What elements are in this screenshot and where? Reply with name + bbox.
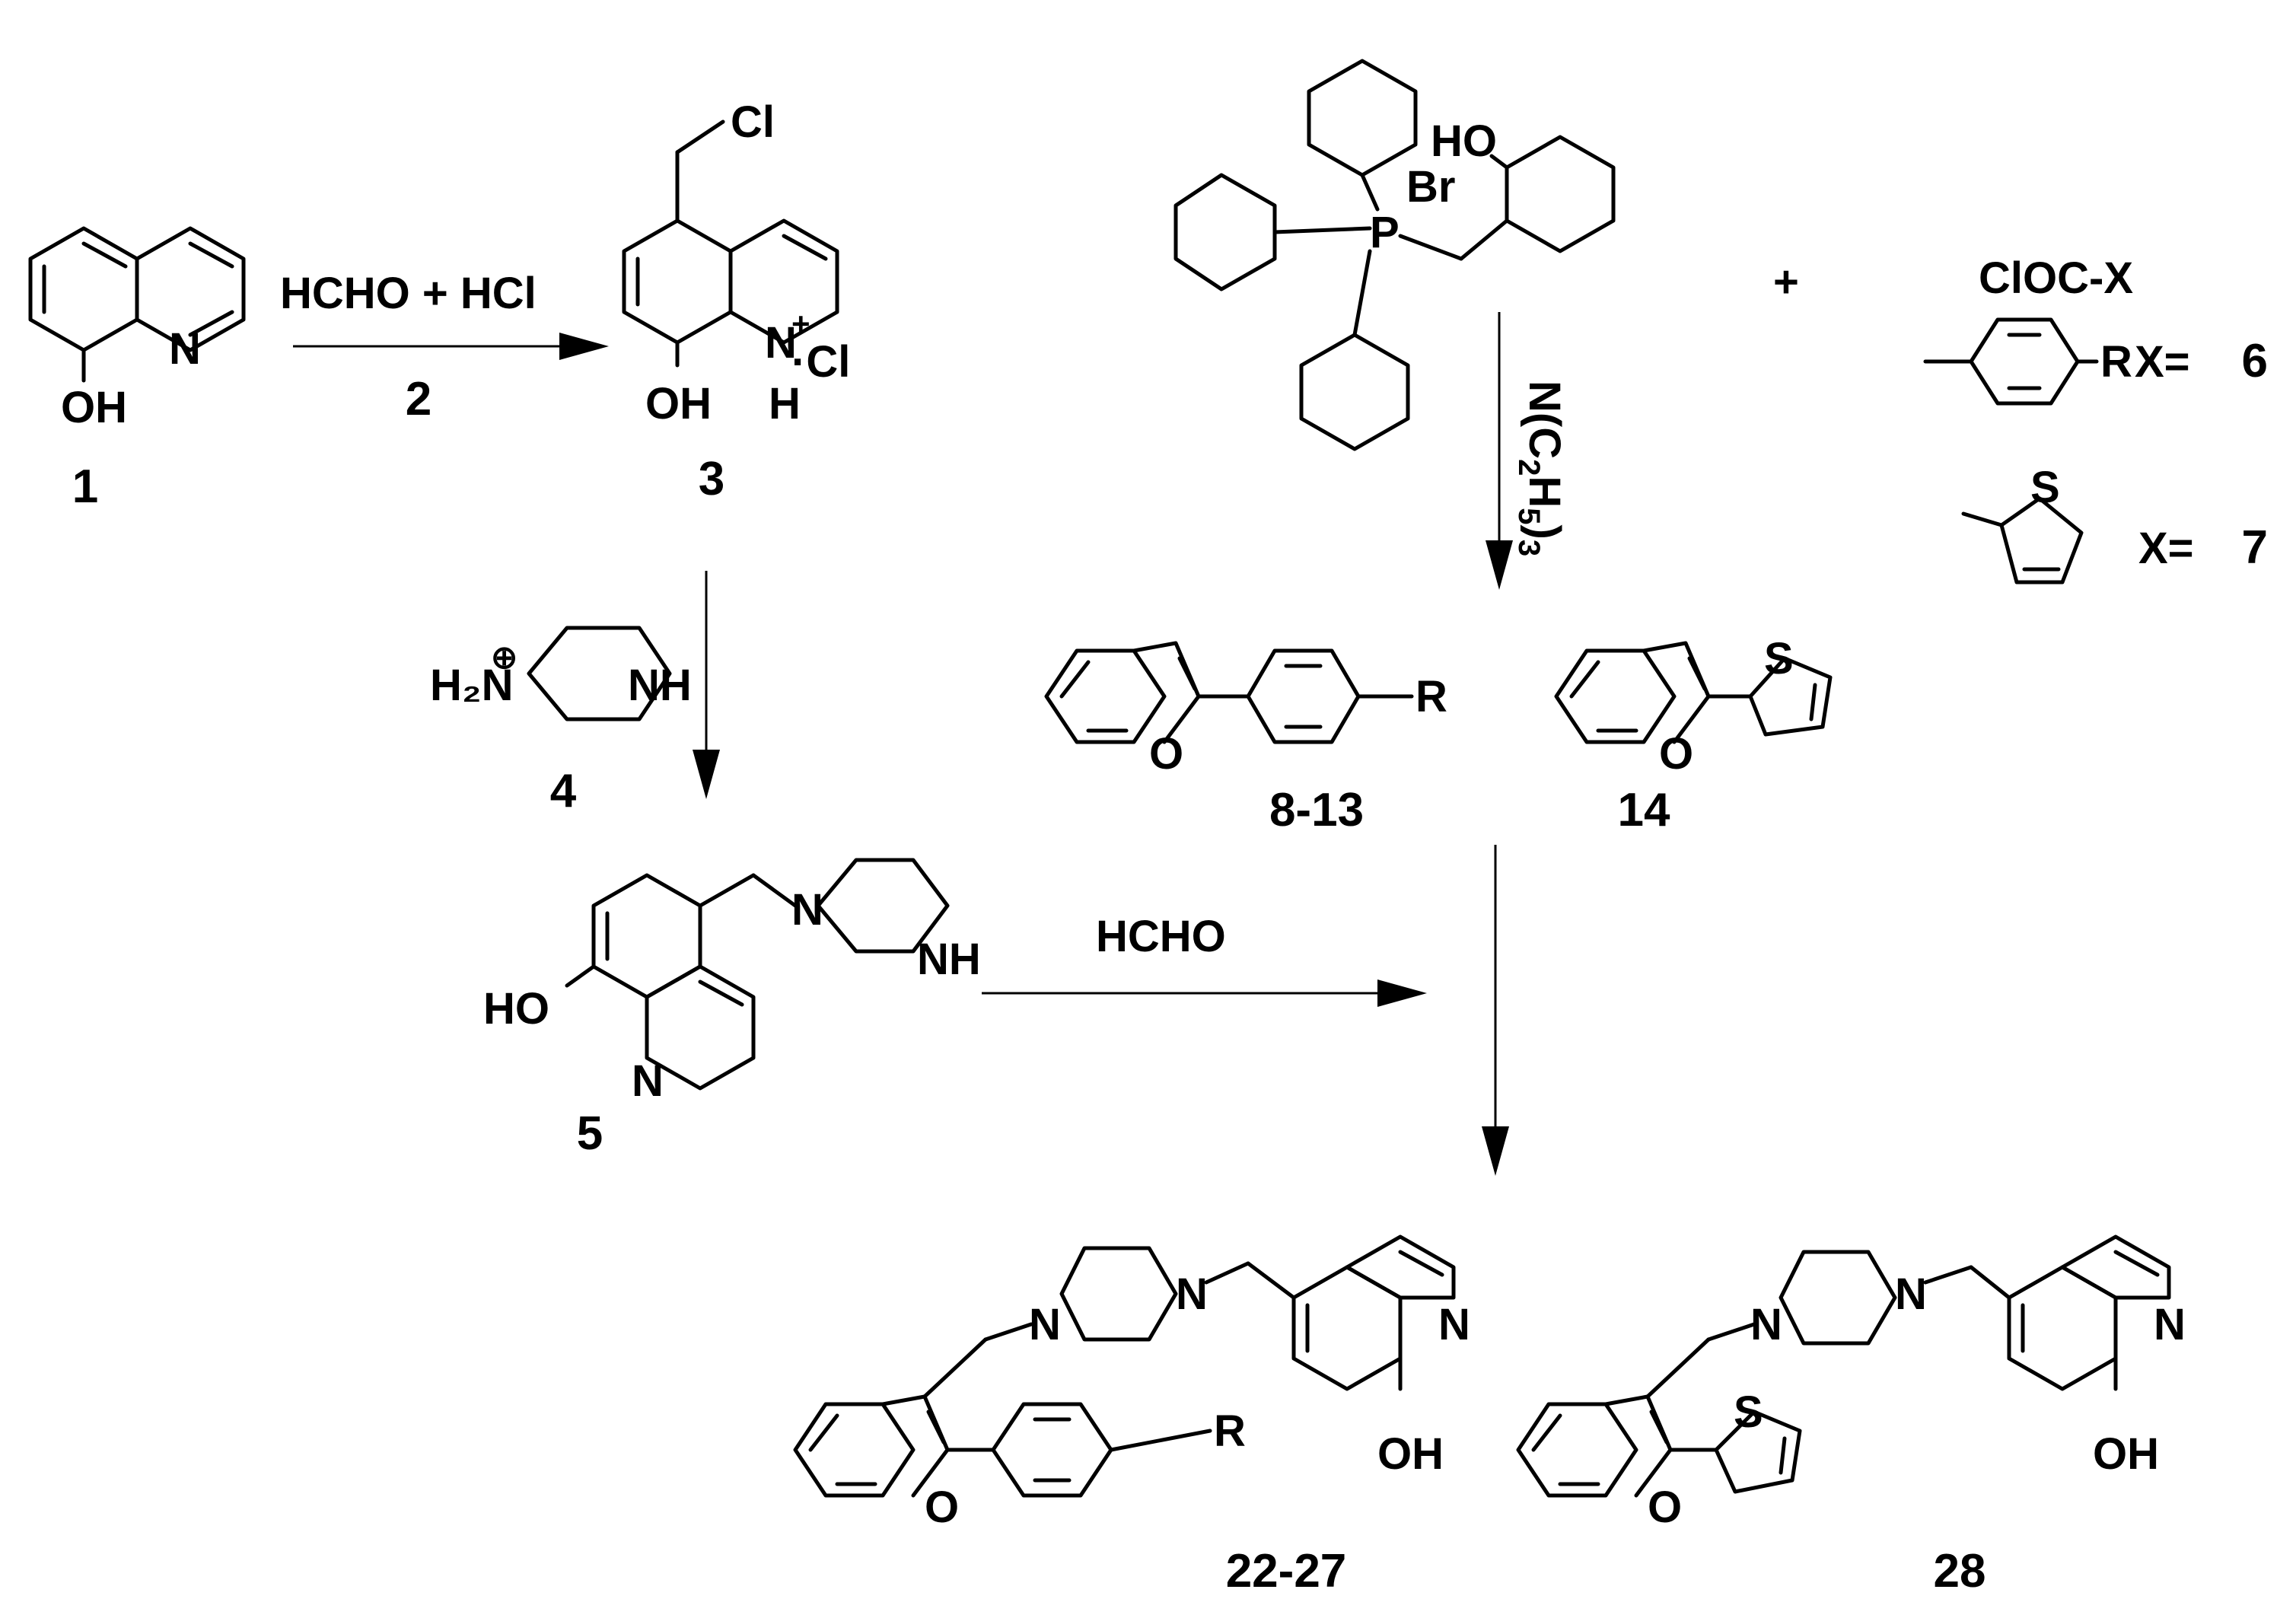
aryl-substituent-structure: [1923, 317, 2099, 406]
compound-1-hydroxyl: OH: [61, 383, 127, 432]
compound-14-sulfur: S: [1764, 634, 1794, 683]
plus-sign: +: [1773, 257, 1799, 307]
compound-7-label: 7: [2242, 521, 2268, 574]
acyl-chloride-formula: ClOC-X: [1979, 253, 2133, 303]
step1-reagent-number: 2: [406, 373, 431, 425]
wittig-base: N(C2H5)3: [1512, 381, 1569, 556]
thiophene-sulfur: S: [2030, 463, 2060, 512]
svg-text:N(C2H5)3: N(C2H5)3: [1512, 381, 1569, 556]
x-equals-6: X=: [2135, 337, 2190, 387]
x-equals-7: X=: [2138, 524, 2194, 573]
compound-1-structure: [28, 226, 246, 383]
arrow-step2-head: [693, 750, 720, 799]
compound-28-quinoline-n: N: [2154, 1300, 2186, 1349]
compound-22-27-label: 22-27: [1226, 1545, 1347, 1597]
compound-3-structure: [622, 119, 839, 368]
phosphorus-atom: P: [1370, 208, 1400, 257]
compound-22-27-structure: [793, 1234, 1456, 1498]
compound-14-label: 14: [1618, 784, 1670, 836]
compound-28-n2: N: [1895, 1269, 1927, 1319]
thienyl-substituent-structure: [1961, 496, 2084, 584]
bromide-ion: Br: [1406, 162, 1455, 212]
compound-5-structure: [565, 858, 950, 1091]
compound-6-label: 6: [2242, 335, 2268, 387]
compound-8-13-r-group: R: [1415, 672, 1447, 721]
compound-8-13-oxygen: O: [1149, 729, 1183, 779]
step1-reagents: HCHO + HCl: [280, 269, 537, 318]
compound-28-hydroxyl: OH: [2093, 1429, 2159, 1479]
arrow-wittig-head: [1486, 540, 1513, 590]
compound-3-chloride: ·Cl: [791, 337, 850, 387]
compound-5-label: 5: [577, 1107, 603, 1160]
compound-3-label: 3: [699, 453, 724, 505]
compound-5-hydroxyl: HO: [483, 984, 549, 1034]
phosphonium-salt-structure: [1173, 59, 1616, 451]
compound-1-label: 1: [72, 460, 98, 513]
compound-28-label: 28: [1934, 1545, 1986, 1597]
aryl-r-group: R: [2100, 337, 2132, 387]
compound-1-nitrogen: N: [169, 324, 201, 374]
compound-3-chlorine: Cl: [731, 97, 775, 147]
compound-22-27-n2: N: [1176, 1269, 1208, 1319]
compound-4-nh: NH: [628, 661, 692, 710]
compound-22-27-oxygen: O: [925, 1483, 959, 1532]
compound-3-hydroxyl: OH: [645, 379, 712, 428]
compound-28-n1: N: [1750, 1300, 1782, 1349]
compound-4-label: 4: [550, 765, 577, 817]
compound-5-nh: NH: [917, 935, 981, 984]
compound-8-13-label: 8-13: [1269, 784, 1364, 836]
compound-5-nitrogen: N: [632, 1056, 664, 1106]
compound-28-structure: [1516, 1234, 2171, 1498]
phenol-hydroxyl: HO: [1431, 116, 1497, 166]
compound-14-structure: [1554, 641, 1833, 744]
compound-22-27-n1: N: [1029, 1300, 1061, 1349]
compound-5-piperazine-n: N: [791, 885, 823, 935]
compound-22-27-quinoline-n: N: [1438, 1300, 1470, 1349]
compound-22-27-r-group: R: [1214, 1406, 1246, 1456]
compound-4-h2n: H₂N: [430, 661, 514, 710]
compound-22-27-hydroxyl: OH: [1377, 1429, 1444, 1479]
arrow-mannich-head: [1377, 979, 1427, 1007]
compound-4-charge: ⊕: [491, 639, 517, 675]
compound-28-oxygen: O: [1648, 1483, 1682, 1532]
mannich-reagent: HCHO: [1096, 912, 1226, 961]
arrow-final-head: [1482, 1126, 1509, 1176]
compound-28-sulfur: S: [1734, 1387, 1763, 1437]
compound-3-nitrogen: N: [765, 318, 797, 368]
compound-4-structure: [527, 626, 672, 721]
compound-3-nh-hydrogen: H: [769, 379, 801, 428]
compound-8-13-structure: [1044, 641, 1414, 744]
compound-3-charge: +: [791, 306, 810, 342]
arrow-step1-head: [559, 333, 609, 360]
compound-14-oxygen: O: [1659, 729, 1693, 779]
